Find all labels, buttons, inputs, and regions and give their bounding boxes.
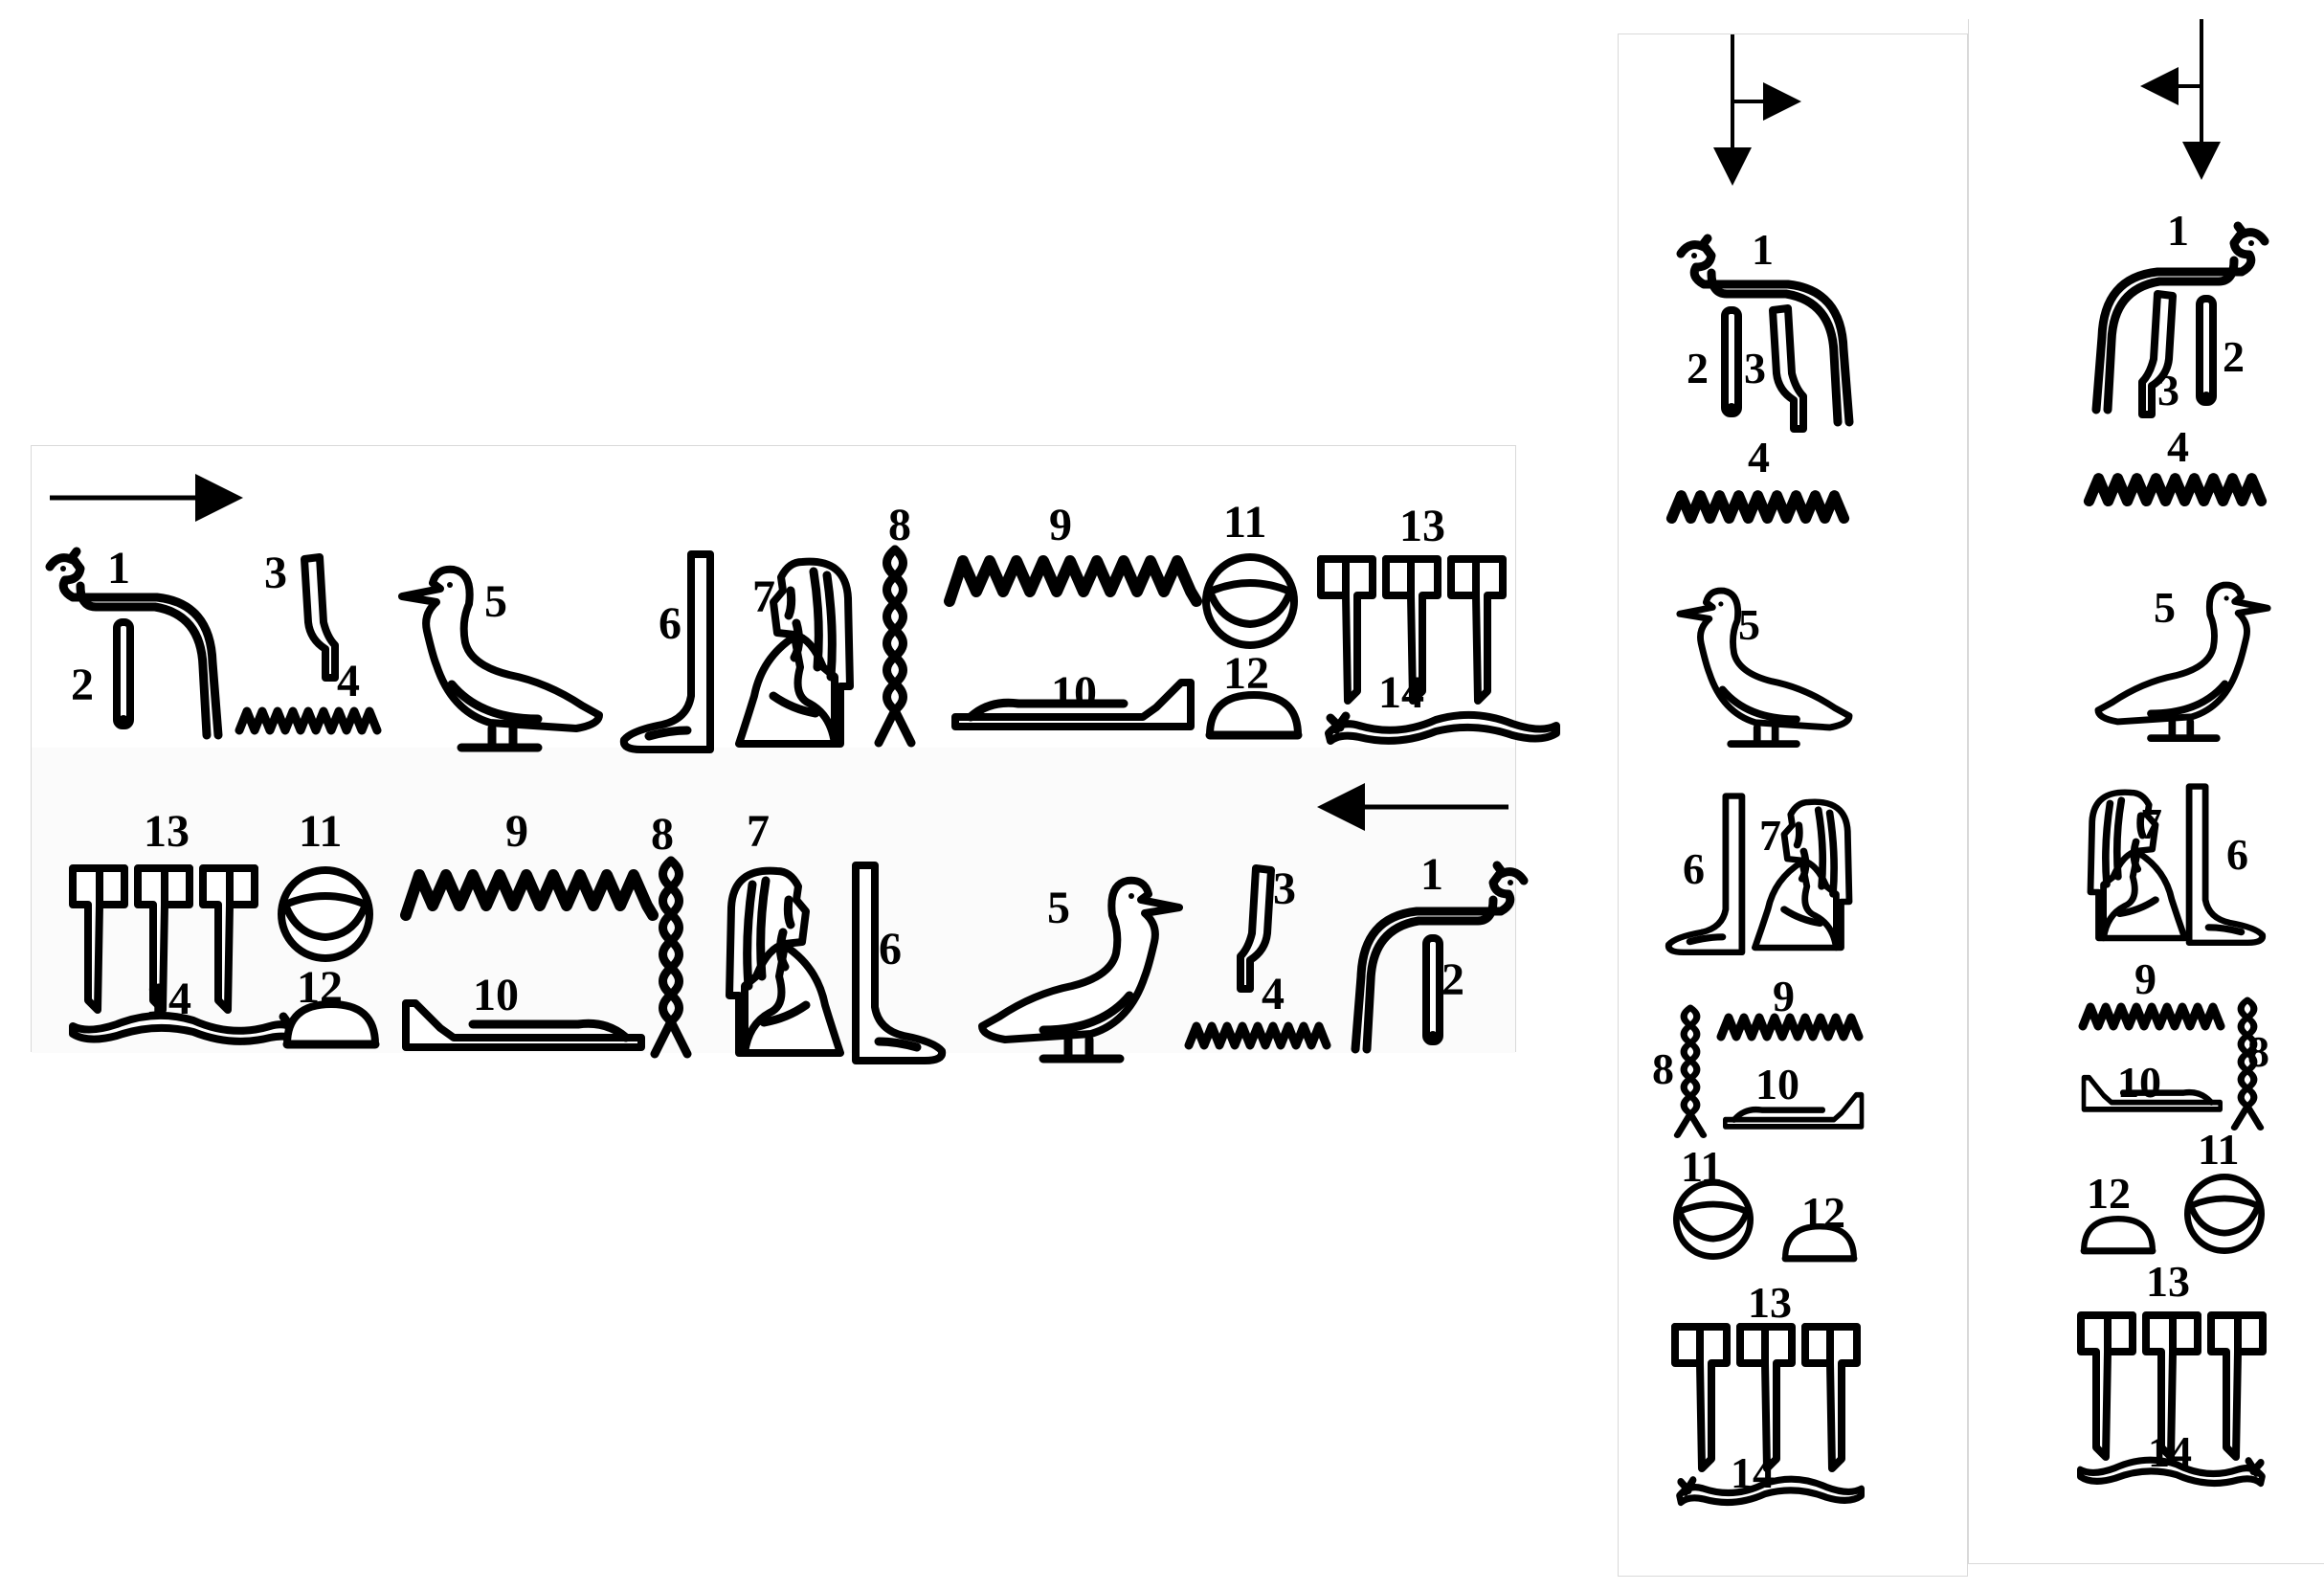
arrow-icon [1713, 34, 1801, 186]
sign-number: 8 [2247, 1027, 2269, 1076]
water-canal-icon [944, 548, 1202, 607]
reed-leaf-icon [1767, 306, 1809, 431]
placenta-icon [1202, 553, 1298, 649]
flag-icon [1449, 557, 1507, 703]
sign-number: 3 [1273, 863, 1296, 914]
twisted-flax-icon [647, 857, 695, 1063]
sign-number: 6 [659, 598, 682, 649]
duck-icon [2092, 569, 2274, 746]
sign-number: 2 [1441, 954, 1464, 1005]
sign-number: 1 [1420, 849, 1443, 900]
sign-number: 14 [1378, 667, 1424, 718]
sign-number: 4 [1748, 433, 1770, 481]
bread-loaf-icon [2081, 1216, 2157, 1258]
sign-number: 12 [297, 962, 343, 1013]
flag-icon [2077, 1313, 2134, 1459]
sign-number: 8 [651, 809, 674, 860]
sign-number: 5 [1738, 600, 1760, 649]
sign-number: 12 [2087, 1169, 2131, 1218]
arrow-icon [1317, 783, 1508, 831]
twisted-flax-icon [871, 546, 919, 751]
water-icon [2081, 999, 2224, 1032]
sign-number: 12 [1801, 1188, 1845, 1237]
sign-number: 1 [107, 543, 130, 593]
sign-number: 7 [752, 571, 775, 622]
flag-icon [199, 866, 257, 1012]
sign-number: 4 [337, 656, 360, 706]
worm-icon [1321, 699, 1560, 747]
twisted-flax-icon [1671, 1005, 1709, 1139]
sign-number: 7 [747, 806, 770, 857]
reed-leaf-icon [299, 555, 341, 689]
sign-number: 2 [2223, 332, 2245, 381]
sign-number: 7 [1759, 811, 1781, 860]
sign-number: 13 [144, 806, 190, 857]
sign-number: 6 [1683, 844, 1705, 893]
sign-number: 11 [1223, 497, 1267, 548]
sign-number: 5 [2154, 583, 2176, 632]
flag-icon [1319, 557, 1376, 703]
duck-icon [967, 862, 1187, 1067]
sign-number: 9 [1773, 972, 1795, 1020]
sign-number: 5 [484, 576, 507, 627]
sign-number: 6 [2226, 830, 2248, 879]
placenta-icon [1673, 1179, 1759, 1265]
horned-viper-icon [42, 548, 234, 739]
sign-number: 11 [1681, 1142, 1723, 1191]
sign-number: 8 [888, 500, 911, 550]
sign-number: 3 [264, 548, 287, 598]
sign-number: 2 [71, 660, 94, 710]
sign-number: 10 [1051, 667, 1097, 718]
water-icon [1669, 486, 1851, 525]
seated-woman-icon [2083, 785, 2188, 948]
placenta-icon [2184, 1174, 2270, 1260]
sign-number: 11 [2198, 1125, 2240, 1174]
sign-number: 9 [2134, 954, 2156, 1003]
sign-number: 13 [2146, 1257, 2190, 1306]
sign-number: 1 [1752, 225, 1774, 274]
leg-icon [1665, 795, 1761, 957]
water-icon [237, 704, 381, 736]
stroke-icon [115, 620, 138, 735]
water-icon [1187, 1019, 1330, 1051]
sign-number: 2 [1687, 344, 1709, 392]
sign-number: 7 [2140, 799, 2162, 848]
sign-number: 14 [1731, 1448, 1775, 1497]
stroke-icon [2198, 297, 2221, 412]
sign-number: 13 [1399, 501, 1445, 551]
sign-number: 1 [2167, 206, 2189, 255]
sign-number: 8 [1652, 1044, 1674, 1093]
sign-number: 14 [145, 974, 191, 1024]
placenta-icon [278, 866, 373, 962]
sign-number: 11 [299, 806, 343, 857]
duck-icon [1673, 574, 1855, 751]
seated-woman-icon [720, 862, 844, 1063]
arrow-icon [50, 474, 243, 522]
sign-number: 4 [2167, 422, 2189, 471]
sign-number: 10 [1755, 1060, 1799, 1109]
flag-icon [2207, 1313, 2265, 1459]
sign-number: 13 [1748, 1278, 1792, 1327]
sign-number: 9 [1049, 500, 1072, 550]
vertical-panel-left [1618, 34, 1968, 1577]
sign-number: 3 [2157, 366, 2179, 414]
sign-number: 9 [505, 806, 528, 857]
sign-number: 3 [1744, 344, 1766, 392]
sign-number: 10 [2117, 1058, 2161, 1107]
sign-number: 14 [2148, 1427, 2192, 1476]
water-icon [2087, 469, 2268, 507]
arrow-icon [2140, 19, 2221, 180]
sledge-icon [402, 996, 645, 1053]
flag-icon [69, 866, 126, 1012]
sign-number: 12 [1223, 648, 1269, 699]
sign-number: 5 [1047, 883, 1070, 933]
stroke-icon [1723, 308, 1746, 423]
flag-icon [1803, 1325, 1861, 1470]
sign-number: 4 [1262, 969, 1285, 1019]
sign-number: 10 [473, 970, 519, 1020]
flag-icon [1673, 1325, 1731, 1470]
water-canal-icon [400, 862, 659, 921]
leg-icon [620, 552, 716, 753]
sign-number: 6 [879, 924, 902, 974]
